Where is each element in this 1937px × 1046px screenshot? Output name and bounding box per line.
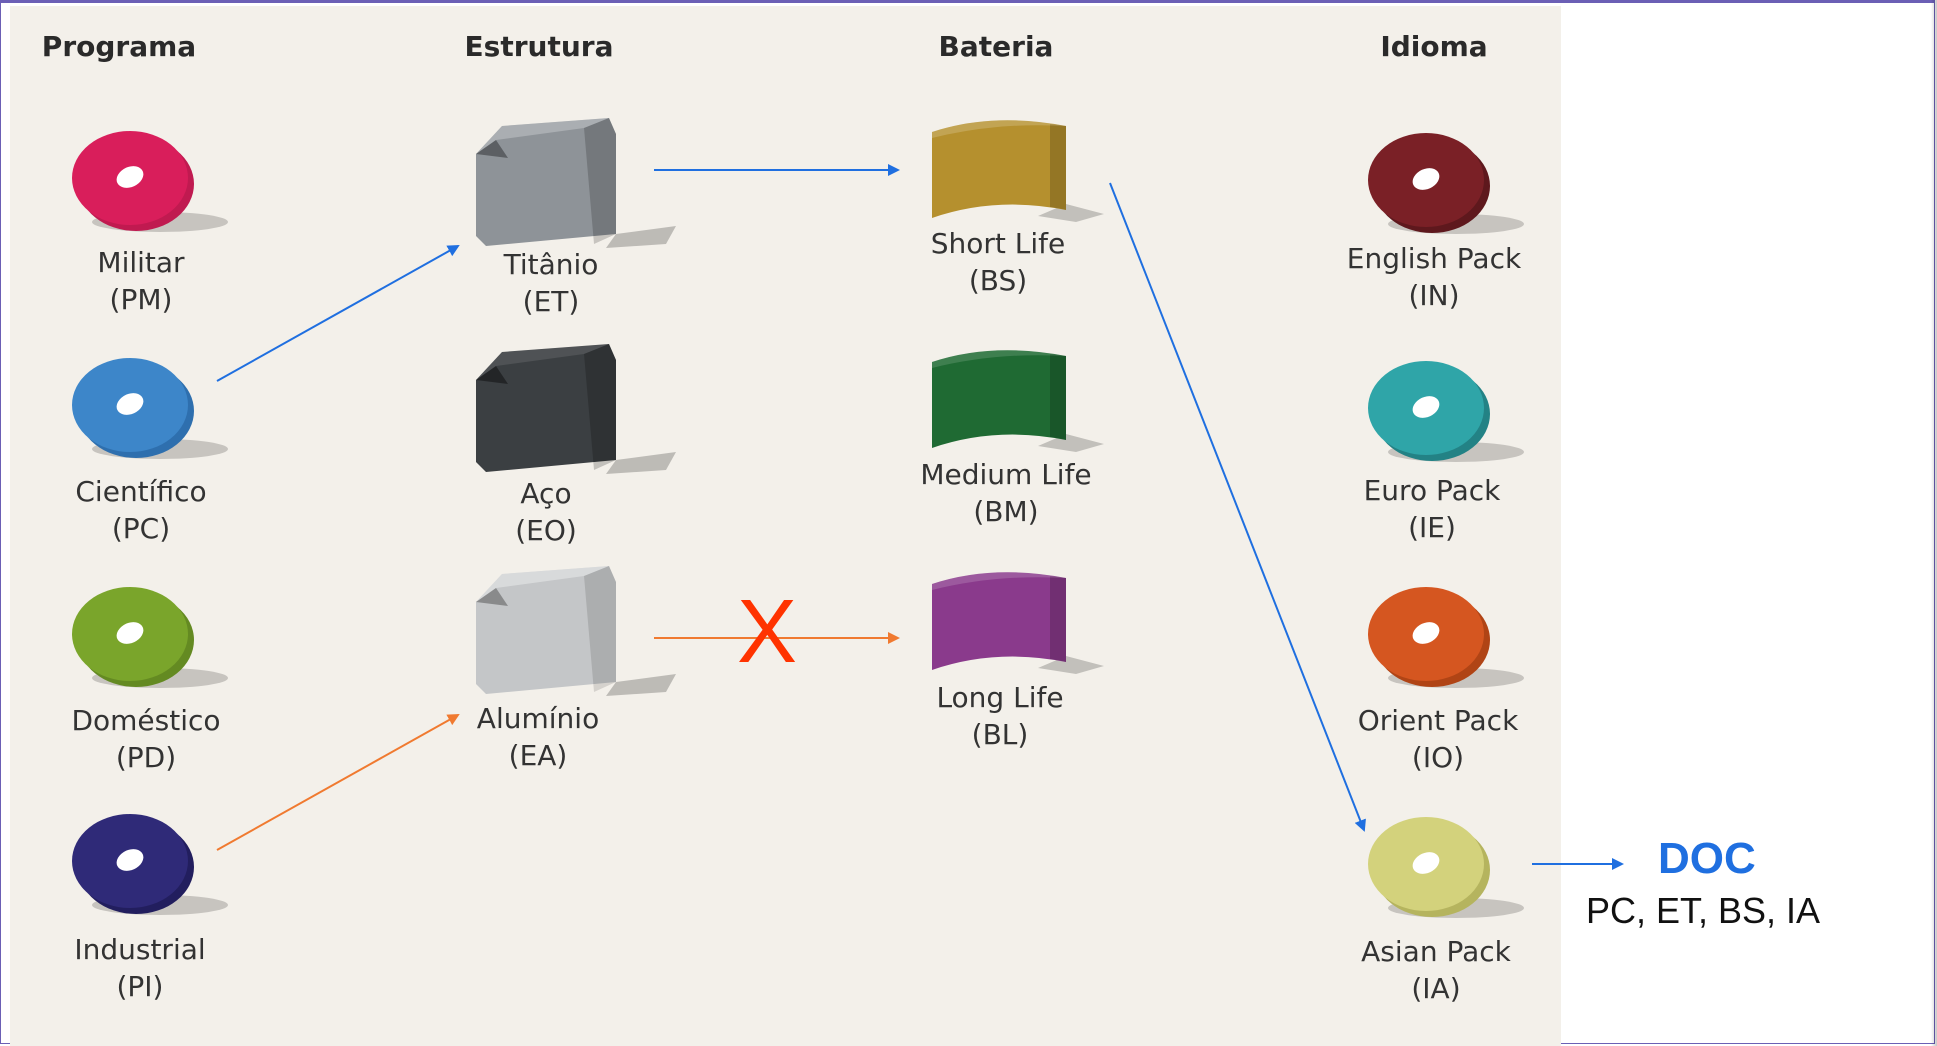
label-medium-life: Medium Life (BM) — [920, 456, 1091, 530]
label-long-life: Long Life (BL) — [936, 679, 1063, 753]
block-icon — [476, 118, 676, 248]
item-code: (ET) — [522, 285, 580, 318]
item-name: Orient Pack — [1357, 704, 1519, 737]
battery-icon — [932, 120, 1104, 222]
label-cientifico: Científico (PC) — [75, 473, 206, 547]
battery-icon — [932, 572, 1104, 674]
item-name: Medium Life — [920, 458, 1092, 491]
label-asian-pack: Asian Pack (IA) — [1361, 933, 1511, 1007]
item-name: Euro Pack — [1363, 474, 1501, 507]
label-euro-pack: Euro Pack (IE) — [1364, 472, 1501, 546]
item-name: Científico — [75, 475, 207, 508]
item-code: (PM) — [109, 283, 173, 316]
arrow-pi-to-ea — [216, 714, 460, 851]
item-name: Short Life — [930, 227, 1066, 260]
item-code: (PC) — [111, 512, 171, 545]
label-orient-pack: Orient Pack (IO) — [1358, 702, 1519, 776]
header-idioma: Idioma — [1380, 30, 1488, 63]
invalid-cross-icon: X — [737, 582, 798, 682]
disc-icon — [1368, 817, 1524, 918]
item-code: (BL) — [971, 718, 1029, 751]
item-name: Long Life — [936, 681, 1064, 714]
item-code: (EO) — [515, 514, 577, 547]
frame-shadow — [1931, 0, 1937, 1046]
doc-codes: PC, ET, BS, IA — [1586, 890, 1821, 931]
label-titanio: Titânio (ET) — [504, 246, 599, 320]
item-code: (IE) — [1408, 511, 1456, 544]
label-domestico: Doméstico (PD) — [71, 702, 220, 776]
item-code: (BM) — [973, 495, 1039, 528]
item-name: English Pack — [1346, 242, 1522, 275]
label-aco: Aço (EO) — [515, 475, 577, 549]
label-industrial: Industrial (PI) — [74, 931, 205, 1005]
disc-icon — [1368, 587, 1524, 688]
item-code: (PD) — [115, 741, 177, 774]
arrow-pc-to-et — [216, 245, 460, 382]
label-short-life: Short Life (BS) — [931, 225, 1066, 299]
diagram-panel — [10, 6, 1561, 1046]
item-code: (IO) — [1411, 741, 1465, 774]
disc-icon — [72, 587, 228, 688]
label-english-pack: English Pack (IN) — [1347, 240, 1521, 314]
battery-icon — [932, 350, 1104, 452]
disc-icon — [1368, 361, 1524, 462]
block-icon — [476, 344, 676, 474]
header-bateria: Bateria — [938, 30, 1054, 63]
item-name: Doméstico — [71, 704, 221, 737]
header-programa: Programa — [41, 30, 197, 63]
item-code: (PI) — [116, 970, 164, 1003]
disc-icon — [1368, 133, 1524, 234]
item-code: (EA) — [508, 739, 568, 772]
arrow-bs-to-ia — [1109, 182, 1366, 832]
item-name: Militar — [97, 246, 185, 279]
block-icon — [476, 566, 676, 696]
disc-icon — [72, 814, 228, 915]
item-name: Asian Pack — [1361, 935, 1511, 968]
item-name: Industrial — [74, 933, 206, 966]
doc-title: DOC — [1658, 834, 1756, 883]
item-code: (IN) — [1408, 279, 1460, 312]
item-name: Alumínio — [476, 702, 600, 735]
item-code: (BS) — [968, 264, 1028, 297]
item-name: Titânio — [503, 248, 599, 281]
disc-icon — [72, 131, 228, 232]
label-militar: Militar (PM) — [97, 244, 184, 318]
label-aluminio: Alumínio (EA) — [477, 700, 599, 774]
header-estrutura: Estrutura — [464, 30, 614, 63]
item-name: Aço — [520, 477, 572, 510]
disc-icon — [72, 358, 228, 459]
item-code: (IA) — [1411, 972, 1461, 1005]
